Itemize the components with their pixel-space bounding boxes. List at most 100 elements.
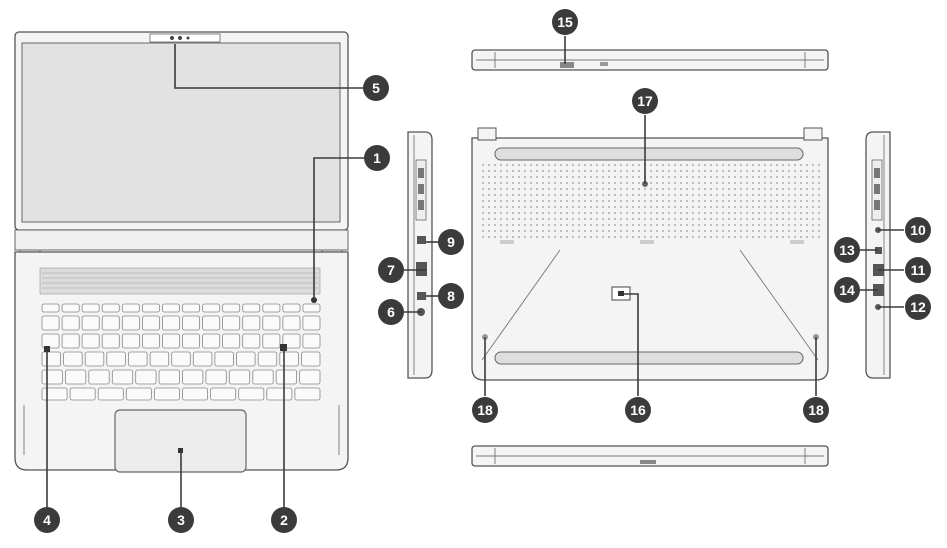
keyboard-key	[111, 369, 134, 385]
keyboard-key	[262, 333, 281, 349]
callout-14: 14	[834, 277, 860, 303]
keyboard-key	[153, 387, 180, 401]
callout-2: 2	[271, 507, 297, 533]
callout-4-label: 4	[43, 512, 51, 528]
keyboard-key	[81, 315, 100, 331]
keyboard-key	[161, 315, 180, 331]
left-port-9	[417, 236, 426, 244]
keyboard-key	[135, 369, 157, 385]
callout-18-right-label: 18	[808, 402, 824, 418]
callout-9-label: 9	[447, 234, 455, 250]
right-port-14	[873, 284, 884, 296]
keyboard-key	[228, 369, 251, 385]
left-port-8	[417, 292, 426, 300]
keyboard-key	[300, 351, 321, 367]
right-side-view	[865, 131, 891, 379]
keyboard-key	[41, 387, 68, 401]
keyboard-key	[141, 303, 160, 313]
keyboard-key	[210, 387, 237, 401]
keyboard-key	[214, 351, 234, 367]
speaker-grille	[39, 267, 321, 295]
callout-14-label: 14	[839, 282, 855, 298]
keyboard-key	[121, 315, 140, 331]
keyboard-key	[202, 315, 221, 331]
callout-10: 10	[905, 217, 931, 243]
keyboard-key	[84, 351, 105, 367]
keyboard-key	[101, 315, 120, 331]
keyboard-key	[161, 303, 180, 313]
callout-1: 1	[364, 145, 390, 171]
keyboard-key	[182, 315, 201, 331]
keyboard-key	[302, 303, 321, 313]
keyboard-key	[41, 315, 60, 331]
keyboard-key	[182, 369, 204, 385]
callout-4: 4	[34, 507, 60, 533]
keyboard-key	[252, 369, 274, 385]
keyboard-key	[257, 351, 278, 367]
keyboard-key	[182, 387, 209, 401]
keyboard-key	[41, 303, 60, 313]
callout-8-label: 8	[447, 288, 455, 304]
right-port-13	[875, 247, 882, 254]
keyboard-key	[282, 303, 301, 313]
callout-11-label: 11	[911, 262, 926, 278]
keyboard-key	[262, 303, 281, 313]
keyboard-key	[41, 333, 60, 349]
left-side-view	[407, 131, 433, 379]
callout-15: 15	[552, 9, 578, 35]
keyboard-key	[121, 333, 140, 349]
keyboard-key	[101, 333, 120, 349]
left-port-7	[416, 262, 427, 276]
callout-17-label: 17	[637, 93, 653, 109]
keyboard-key	[158, 369, 180, 385]
keyboard-key	[282, 333, 301, 349]
keyboard-key	[81, 303, 100, 313]
bottom-view	[471, 127, 829, 381]
keyboard-key	[149, 351, 170, 367]
keyboard-key	[302, 315, 321, 331]
keyboard-key	[61, 315, 80, 331]
callout-3: 3	[168, 507, 194, 533]
keyboard-key	[192, 351, 213, 367]
keyboard-key	[69, 387, 96, 401]
keyboard-key	[97, 387, 124, 401]
keyboard-key	[41, 369, 63, 385]
callout-13-label: 13	[839, 242, 855, 258]
front-edge-view	[471, 445, 829, 467]
keyboard-key	[262, 315, 281, 331]
callout-6-label: 6	[387, 304, 395, 320]
keyboard-key	[182, 303, 201, 313]
keyboard-key	[279, 351, 299, 367]
keyboard-key	[121, 303, 140, 313]
callout-5: 5	[363, 75, 389, 101]
callout-3-label: 3	[177, 512, 185, 528]
callout-6: 6	[378, 299, 404, 325]
display-screen	[21, 42, 341, 223]
keyboard-key	[182, 333, 201, 349]
keyboard-key	[266, 387, 293, 401]
keyboard-key	[161, 333, 180, 349]
callout-18-right: 18	[803, 397, 829, 423]
keyboard-key	[101, 303, 120, 313]
top-view	[14, 31, 349, 473]
keyboard-key	[202, 303, 221, 313]
keyboard-key	[171, 351, 191, 367]
keyboard-key	[236, 351, 256, 367]
rubber-foot-bottom	[494, 351, 804, 365]
callout-8: 8	[438, 283, 464, 309]
callout-11: 11	[905, 257, 931, 283]
callout-7-label: 7	[387, 262, 395, 278]
callout-10-label: 10	[910, 222, 926, 238]
callout-16: 16	[625, 397, 651, 423]
callout-18-left: 18	[472, 397, 498, 423]
callout-13: 13	[834, 237, 860, 263]
keyboard-key	[242, 303, 261, 313]
keyboard-key	[41, 351, 62, 367]
callout-5-label: 5	[372, 80, 380, 96]
keyboard-key	[299, 369, 321, 385]
callout-17: 17	[632, 88, 658, 114]
keyboard-key	[205, 369, 227, 385]
keyboard-key	[294, 387, 321, 401]
keyboard-key	[202, 333, 221, 349]
ventilation-grid	[478, 160, 823, 240]
